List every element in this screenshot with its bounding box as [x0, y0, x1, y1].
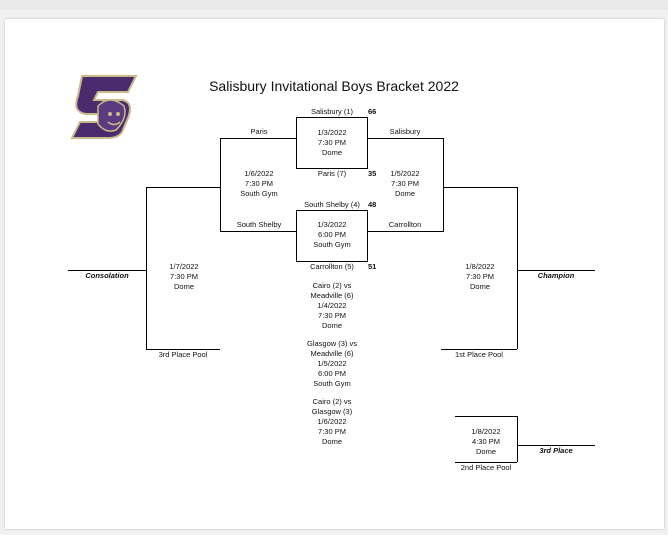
top-match-score1: 66: [368, 107, 377, 116]
third-place-pool-line: [455, 462, 517, 463]
third-place-line: [517, 445, 595, 446]
third-place-top-line: [455, 416, 517, 417]
consolation-pool: 3rd Place Pool: [158, 350, 208, 359]
top-match-team2: Paris (7): [317, 169, 347, 178]
champion-line: [517, 270, 595, 271]
bottom-match-team1: South Shelby (4): [304, 200, 360, 209]
bottom-match-score1: 48: [368, 200, 377, 209]
left-semi-team-bottom: South Shelby: [236, 220, 282, 229]
right-semi-team-bottom: Carrollton: [388, 220, 422, 229]
champion-pool-line: [441, 349, 517, 350]
left-semi-vertical: [220, 138, 221, 232]
right-semi-out-line: [443, 187, 517, 188]
consolation-line: [68, 270, 146, 271]
top-match-box: [296, 117, 368, 169]
left-semi-top-line: [220, 138, 296, 139]
left-semi-team-top: Paris: [250, 127, 268, 136]
top-match-team1: Salisbury (1): [310, 107, 354, 116]
champion-vertical: [517, 187, 518, 349]
consolation-pool-line: [146, 349, 220, 350]
third-place-label: 3rd Place: [539, 446, 573, 455]
right-semi-bottom-line: [368, 231, 444, 232]
bottom-match-team2: Carrollton (5): [310, 262, 354, 271]
left-semi-bottom-line: [220, 231, 296, 232]
third-place-pool: 2nd Place Pool: [460, 463, 512, 472]
viewer-top-bar: [0, 0, 668, 10]
bottom-match-score2: 51: [368, 262, 377, 271]
right-semi-top-line: [368, 138, 444, 139]
cougar-s-logo-icon: [70, 75, 138, 139]
right-semi-vertical: [443, 138, 444, 232]
top-match-score2: 35: [368, 169, 377, 178]
champion-label: Champion: [537, 271, 575, 280]
consolation-vertical: [146, 187, 147, 349]
page-title: Salisbury Invitational Boys Bracket 2022: [209, 78, 459, 94]
right-semi-team-top: Salisbury: [389, 127, 421, 136]
consolation-label: Consolation: [85, 271, 129, 280]
champion-pool: 1st Place Pool: [455, 350, 503, 359]
left-semi-out-line: [146, 187, 220, 188]
third-place-vertical: [517, 416, 518, 462]
bottom-match-box: [296, 210, 368, 262]
